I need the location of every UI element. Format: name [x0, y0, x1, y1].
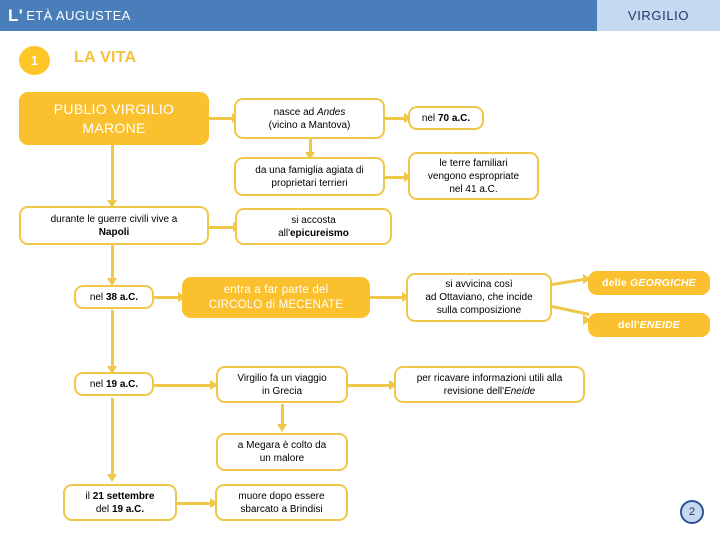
header-subject: VIRGILIO	[627, 8, 690, 23]
node-revisione-eneide[interactable]: per ricavare informazioni utili alla rev…	[394, 366, 585, 403]
connector-root-to-nasce	[209, 117, 234, 120]
node-nasce-andes[interactable]: nasce ad Andes(vicino a Mantova)	[234, 98, 385, 139]
header-title-lead: L'	[8, 6, 24, 25]
connector-nasce-to-famiglia	[309, 139, 312, 157]
node-anno70-bold: 70 a.C.	[437, 112, 471, 124]
node-settembre-bold2: 19 a.C.	[111, 503, 145, 515]
node-revisione-italic: Eneide	[504, 385, 536, 397]
header-band-right	[597, 0, 720, 31]
node-famiglia-agiata[interactable]: da una famiglia agiata di proprietari te…	[234, 157, 385, 196]
node-anno19-bold: 19 a.C.	[105, 378, 139, 390]
node-eneide-italic: ENEIDE	[639, 319, 680, 331]
page-number-badge: 2	[680, 500, 704, 524]
node-nasce-text: nasce ad Andes(vicino a Mantova)	[268, 106, 351, 131]
node-anno-19ac[interactable]: nel 19 a.C.	[74, 372, 154, 396]
node-napoli-bold: Napoli	[98, 226, 130, 238]
header-title: L' ETÀ AUGUSTEA	[8, 0, 131, 31]
arrowhead-spine-to-anno19	[107, 366, 117, 374]
arrowhead-settembre-to-brindisi	[210, 498, 218, 508]
section-number-badge: 1	[19, 46, 50, 75]
node-famiglia-text: da una famiglia agiata di proprietari te…	[255, 164, 364, 189]
node-anno70-text: nel 70 a.C.	[421, 112, 471, 124]
header-title-rest: ETÀ AUGUSTEA	[26, 8, 131, 23]
arrowhead-grecia-to-megara	[277, 424, 287, 432]
node-revisione-text: per ricavare informazioni utili alla rev…	[416, 372, 563, 397]
arrowhead-anno19-to-grecia	[210, 380, 218, 390]
connector-anno19-to-grecia	[154, 384, 216, 387]
connector-root-to-napoli	[111, 145, 114, 205]
section-title: LA VITA	[74, 49, 137, 66]
node-eneide-opera[interactable]: dell'ENEIDE	[588, 313, 710, 337]
connector-spine-to-anno38	[111, 244, 114, 284]
node-epicureismo-bold: epicureismo	[290, 227, 349, 239]
connector-grecia-to-megara	[281, 404, 284, 428]
node-georgiche[interactable]: delle GEORGICHE	[588, 271, 710, 295]
node-anno38-bold: 38 a.C.	[105, 291, 139, 303]
node-georgiche-text: delle GEORGICHE	[601, 277, 697, 289]
arrowhead-grecia-to-revisione	[389, 380, 397, 390]
node-anno19-text: nel 19 a.C.	[89, 378, 139, 390]
connector-settembre-to-brindisi	[177, 502, 215, 505]
node-anno38-text: nel 38 a.C.	[89, 291, 139, 303]
connector-napoli-to-epicureismo	[209, 226, 235, 229]
connector-spine-to-anno19	[111, 310, 114, 372]
node-anno-38ac[interactable]: nel 38 a.C.	[74, 285, 154, 309]
arrowhead-nasce-to-famiglia	[305, 152, 315, 160]
arrowhead-spine-to-settembre	[107, 474, 117, 482]
connector-nasce-to-anno70	[385, 117, 408, 120]
node-eneide-text: dell'ENEIDE	[618, 319, 680, 331]
node-nasce-italic: Andes	[317, 106, 346, 118]
arrowhead-ottaviano-to-eneide	[583, 315, 591, 325]
slide-header: L' ETÀ AUGUSTEA VIRGILIO	[0, 0, 720, 31]
connector-mecenate-to-ottaviano	[370, 296, 406, 299]
node-settembre-bold1: 21 settembre	[92, 490, 155, 502]
header-band-left	[0, 0, 597, 31]
node-anno-70ac[interactable]: nel 70 a.C.	[408, 106, 484, 130]
connector-famiglia-to-terre	[385, 176, 408, 179]
arrowhead-spine-to-anno38	[107, 278, 117, 286]
connector-spine-to-settembre	[111, 398, 114, 480]
arrowhead-ottaviano-to-georgiche	[583, 274, 591, 284]
connector-grecia-to-revisione	[348, 384, 394, 387]
connector-anno38-to-mecenate	[154, 296, 182, 299]
node-publio-virgilio-marone[interactable]: PUBLIO VIRGILIO MARONE	[19, 92, 209, 145]
node-georgiche-italic: GEORGICHE	[630, 277, 697, 289]
arrowhead-root-to-napoli	[107, 200, 117, 208]
